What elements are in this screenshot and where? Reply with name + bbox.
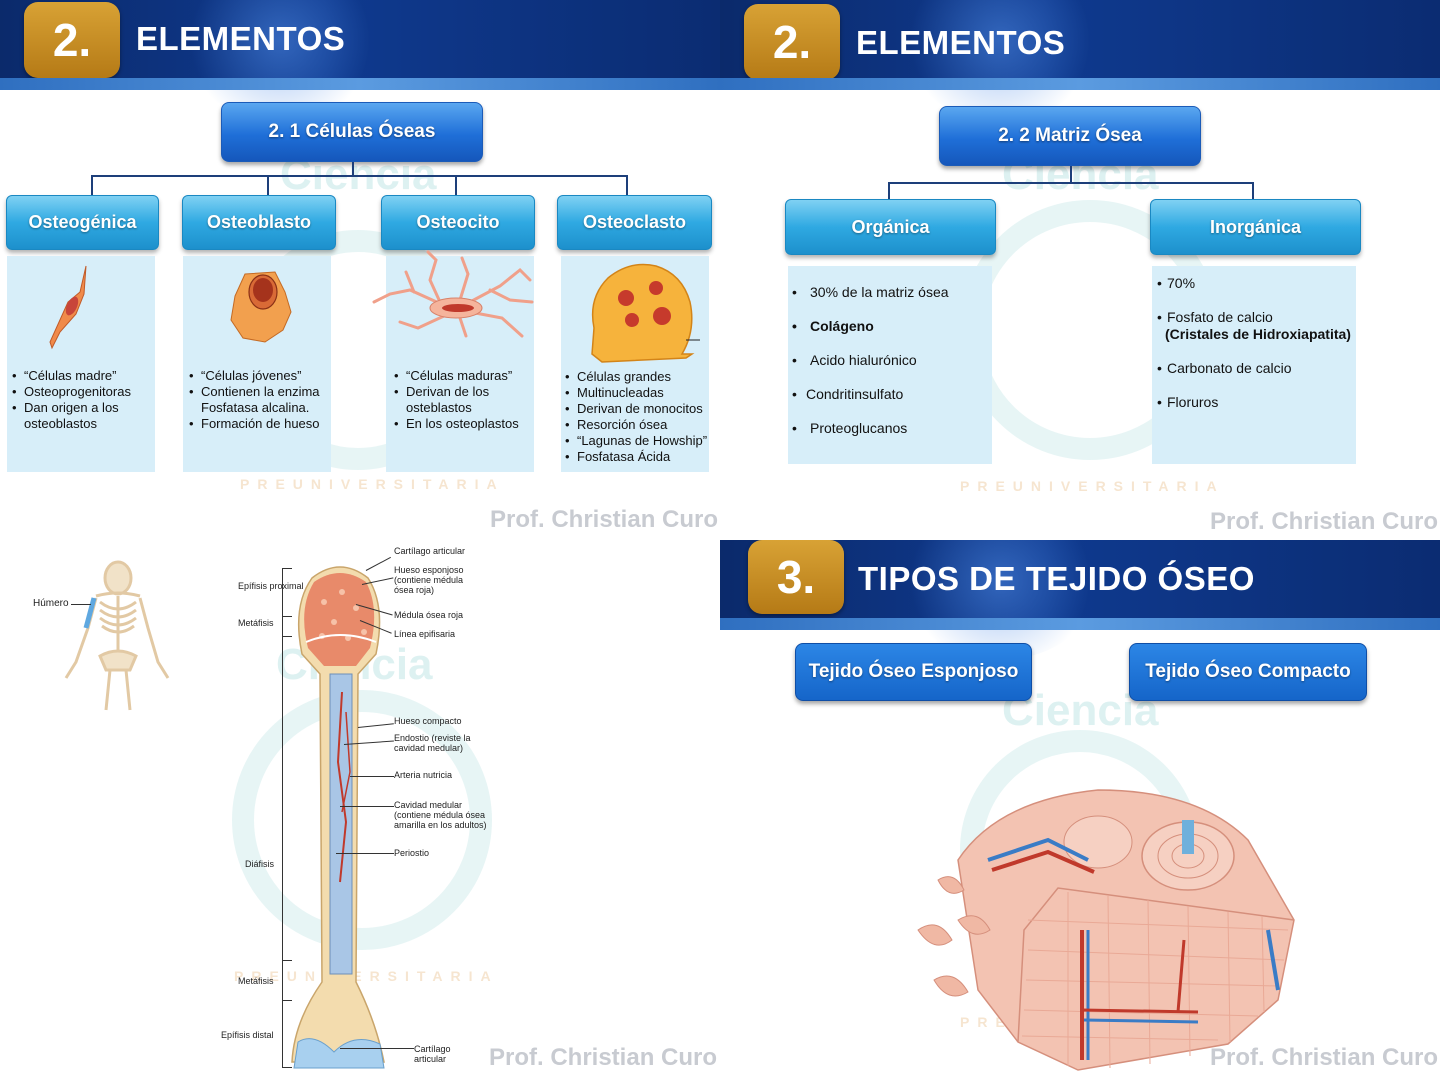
osteoblasto-bullets: “Células jóvenes” Contienen la enzima Fo… xyxy=(189,368,329,432)
category-inorganica: Inorgánica xyxy=(1150,199,1361,255)
category-osteocito: Osteocito xyxy=(381,195,535,250)
skeleton-illustration xyxy=(64,560,170,711)
bone-tissue-illustration xyxy=(917,789,1295,1071)
label-diafisis: Diáfisis xyxy=(245,859,275,869)
label-hueso-esponjoso: Hueso esponjoso (contiene médula ósea ro… xyxy=(394,565,464,595)
category-osteoclasto: Osteoclasto xyxy=(557,195,712,250)
label-medula-roja: Médula ósea roja xyxy=(394,610,464,620)
spongy-bone-button[interactable]: Tejido Óseo Esponjoso xyxy=(795,643,1032,701)
organic-bullets: 30% de la matriz ósea Colágeno Acido hia… xyxy=(792,275,992,445)
category-organica: Orgánica xyxy=(785,199,996,255)
label-hueso-compacto: Hueso compacto xyxy=(394,716,462,726)
watermark-subtitle: PREUNIVERSITARIA xyxy=(240,476,505,492)
author-watermark: Prof. Christian Curo xyxy=(1210,1044,1439,1071)
osteoclasto-bullets: Células grandes Multinucleadas Derivan d… xyxy=(565,369,713,465)
slide-bone-tissue-types: 3. TIPOS DE TEJIDO ÓSEO Ciencia PREU Tej… xyxy=(720,540,1440,1080)
header-banner: 2. ELEMENTOS xyxy=(0,0,720,120)
label-linea-epifisaria: Línea epifisaria xyxy=(394,629,456,639)
osteogenic-cell-illustration xyxy=(49,265,87,350)
header-banner: 3. TIPOS DE TEJIDO ÓSEO xyxy=(720,540,1440,660)
label-epifisis-distal: Epífisis distal xyxy=(221,1030,274,1040)
osteoblast-cell-illustration xyxy=(230,271,292,343)
header-banner: 2. ELEMENTOS xyxy=(720,0,1440,120)
slide-title: ELEMENTOS xyxy=(856,24,1066,61)
label-epifisis-proximal: Epífisis proximal xyxy=(238,581,304,591)
section-number-badge: 3. xyxy=(748,540,844,614)
osteocito-bullets: “Células maduras” Derivan de los ostebla… xyxy=(394,368,534,432)
category-osteoblasto: Osteoblasto xyxy=(182,195,336,250)
label-metafisis-top: Metáfisis xyxy=(238,618,274,628)
slide-long-bone: Ciencia PREUNIVERSITARIA Húmero Epífisis… xyxy=(0,540,720,1080)
slide-title: ELEMENTOS xyxy=(136,20,346,57)
slide-bone-cells: 2. ELEMENTOS Ciencia PREUNIVERSITARIA 2.… xyxy=(0,0,720,540)
cells-heading-box: 2. 1 Células Óseas xyxy=(221,102,483,162)
author-watermark: Prof. Christian Curo xyxy=(1210,508,1439,535)
category-osteogenica: Osteogénica xyxy=(6,195,159,250)
author-watermark: Prof. Christian Curo xyxy=(489,1044,718,1071)
label-metafisis-bottom: Metáfisis xyxy=(238,976,274,986)
watermark-subtitle: PREUNIVERSITARIA xyxy=(960,478,1225,494)
osteogenica-bullets: “Células madre” Osteoprogenitoras Dan or… xyxy=(12,368,152,432)
slide-bone-matrix: 2. ELEMENTOS Ciencia PREUNIVERSITARIA 2.… xyxy=(720,0,1440,540)
watermark-subtitle: PREUNIVERSITARIA xyxy=(234,968,499,984)
slide-title: TIPOS DE TEJIDO ÓSEO xyxy=(858,560,1255,597)
label-cartilago-bottom: Cartílago articular xyxy=(414,1044,451,1064)
inorganic-bullets: 70% Fosfato de calcio (Cristales de Hidr… xyxy=(1157,275,1367,411)
section-number-badge: 2. xyxy=(24,2,120,78)
matrix-heading-box: 2. 2 Matriz Ósea xyxy=(939,106,1201,166)
osteocyte-cell-illustration xyxy=(372,250,534,338)
osteoclast-cell-illustration xyxy=(591,263,700,363)
label-cavidad-medular: Cavidad medular (contiene médula ósea am… xyxy=(394,800,487,830)
label-periostio: Periostio xyxy=(394,848,430,858)
long-bone-illustration xyxy=(291,566,385,1069)
humero-label: Húmero xyxy=(33,598,69,609)
section-number-badge: 2. xyxy=(744,4,840,80)
label-endostio: Endostio (reviste la cavidad medular) xyxy=(394,733,471,753)
label-cartilago-top: Cartílago articular xyxy=(394,546,466,556)
label-arteria-nutricia: Arteria nutricia xyxy=(394,770,453,780)
compact-bone-button[interactable]: Tejido Óseo Compacto xyxy=(1129,643,1367,701)
author-watermark: Prof. Christian Curo xyxy=(490,506,719,533)
